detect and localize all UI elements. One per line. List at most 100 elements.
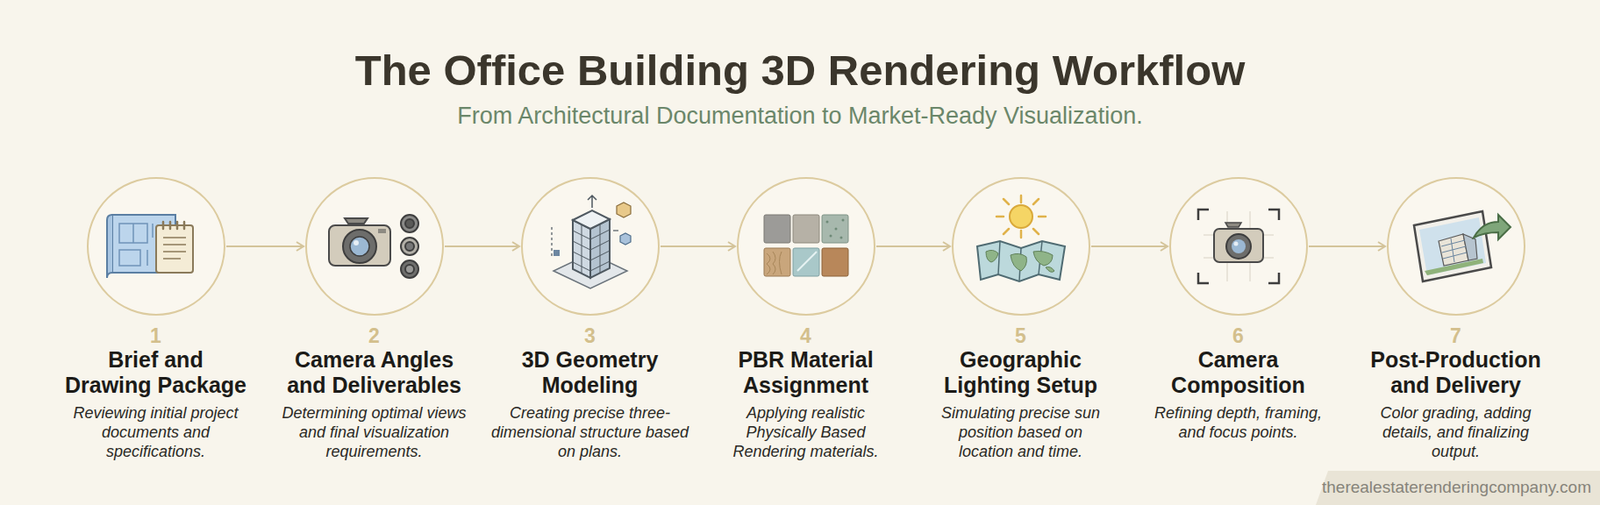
material-swatch-icon (764, 214, 849, 277)
material-swatch-icon-part (821, 248, 849, 277)
step-text-group: 4PBR Material AssignmentApplying realist… (687, 324, 925, 462)
camera-lenses-icon-part-part (400, 237, 419, 256)
building-model-icon-part (550, 227, 552, 258)
material-swatch-icon-part (821, 214, 849, 243)
material-swatch-icon-part (764, 248, 791, 277)
delivery-image-icon-part (1463, 234, 1478, 261)
blueprint-icon-part-part (146, 250, 149, 266)
circle-fills (87, 178, 1525, 315)
step-number: 5 (902, 324, 1140, 348)
material-swatch-icon-part-part (835, 228, 838, 231)
camera-lenses-icon-part-part (400, 260, 419, 279)
sun-map-icon-part-part (985, 250, 999, 263)
camera-lenses-icon-part-part (405, 219, 415, 229)
step-text-group: 7Post-Production and DeliveryColor gradi… (1337, 324, 1575, 462)
step-circle: 7Post-Production and DeliveryColor gradi… (1386, 177, 1526, 316)
sun-map-icon-part-part (1033, 251, 1053, 267)
camera-lenses-icon-part-part (405, 242, 415, 251)
step-circle: 5Geographic Lighting SetupSimulating pre… (951, 177, 1091, 316)
step-heading: Brief and Drawing Package (63, 347, 249, 399)
material-swatch-icon-part-part (840, 236, 843, 240)
building-model-icon-part-part (581, 224, 600, 274)
building-model-icon-part (572, 210, 610, 229)
step-description: Simulating precise sun position based on… (935, 403, 1107, 462)
camera-lenses-icon-part (378, 228, 386, 234)
blueprint-icon-part (163, 221, 186, 259)
blueprint-icon-part-part (163, 237, 186, 259)
step-description: Color grading, adding details, and final… (1364, 403, 1549, 462)
material-swatch-icon-part-part (829, 235, 833, 238)
sun-map-icon-part (998, 241, 1043, 282)
blueprint-icon-part (156, 225, 193, 273)
material-swatch-icon-part-part (842, 219, 845, 222)
material-swatch-icon-part (826, 219, 845, 240)
building-model-icon-part (553, 250, 560, 257)
camera-lenses-icon (328, 214, 419, 279)
material-swatch-icon-part (764, 214, 791, 243)
step-number: 7 (1337, 324, 1575, 348)
material-swatch-icon-part (766, 251, 782, 275)
watermark-band (1315, 471, 1600, 505)
composition-frame-icon-part (1198, 209, 1279, 284)
sun-map-icon (977, 195, 1065, 282)
building-model-icon-part (572, 224, 610, 274)
camera-lenses-icon-part (328, 225, 391, 266)
blueprint-icon-part (107, 214, 113, 279)
composition-frame-icon-part (1214, 228, 1264, 263)
step-number: 1 (37, 324, 275, 348)
building-model-icon-part (587, 195, 597, 208)
blueprint-icon-part-part (163, 221, 185, 229)
step-description: Refining depth, framing, and focus point… (1146, 403, 1331, 443)
composition-frame-icon-part-part (1198, 209, 1279, 284)
delivery-image-icon (1414, 211, 1511, 282)
step-number: 2 (256, 324, 493, 348)
circle-fills-part (952, 178, 1090, 315)
step-text-group: 1Brief and Drawing PackageReviewing init… (37, 324, 275, 462)
step-heading: PBR Material Assignment (705, 347, 908, 399)
step-circle: 33D Geometry ModelingCreating precise th… (521, 177, 660, 316)
composition-frame-icon-part (1225, 222, 1242, 228)
step-number: 6 (1120, 324, 1358, 348)
step-circle: 4PBR Material AssignmentApplying realist… (736, 177, 876, 316)
watermark: therealestaterenderingcompany.com (1321, 477, 1592, 499)
step-circle: 6Camera CompositionRefining depth, frami… (1169, 177, 1308, 316)
camera-lenses-icon-part (400, 214, 419, 279)
flow-arrow (226, 245, 304, 248)
circle-fills-part (1387, 178, 1525, 315)
step-circle: 2Camera Angles and DeliverablesDetermini… (305, 177, 444, 316)
step-text-group: 2Camera Angles and DeliverablesDetermini… (256, 324, 493, 462)
flow-arrow (660, 245, 736, 248)
material-swatch-icon-part (797, 251, 817, 272)
sun-map-icon-part (1009, 205, 1033, 229)
material-swatch-icon-part (792, 214, 820, 243)
blueprint-icon (107, 214, 193, 279)
blueprint-icon-part (119, 223, 153, 266)
circle-fills-part (521, 178, 659, 315)
circle-fills-part (737, 178, 875, 315)
circle-fills-part (1170, 178, 1308, 315)
step-description: Applying realistic Physically Based Rend… (718, 403, 894, 462)
composition-frame-icon-part (1234, 242, 1239, 247)
flow-arrow (444, 245, 520, 248)
blueprint-icon-part-part (119, 250, 141, 266)
step-heading: 3D Geometry Modeling (489, 347, 692, 399)
step-description: Creating precise three-dimensional struc… (485, 403, 696, 462)
step-text-group: 6Camera CompositionRefining depth, frami… (1120, 324, 1358, 443)
flow-arrow (1091, 245, 1168, 248)
step-number: 4 (687, 324, 925, 348)
sun-map-icon-part-part (996, 195, 1046, 238)
circle-fills-part (87, 178, 225, 315)
building-model-icon (551, 195, 631, 289)
blueprint-icon-part-part (132, 223, 135, 243)
building-model-icon-part (616, 202, 631, 218)
delivery-image-icon-part (1414, 211, 1492, 282)
blueprint-icon-part-part (151, 223, 154, 238)
camera-lenses-icon-part (353, 240, 359, 246)
step-circle: 1Brief and Drawing PackageReviewing init… (86, 177, 226, 316)
sun-map-icon-part (985, 250, 1055, 272)
material-swatch-icon-part-part (826, 221, 829, 224)
sun-map-icon-part (996, 195, 1046, 238)
building-model-icon-part (613, 229, 619, 231)
camera-lenses-icon-part (350, 236, 370, 257)
